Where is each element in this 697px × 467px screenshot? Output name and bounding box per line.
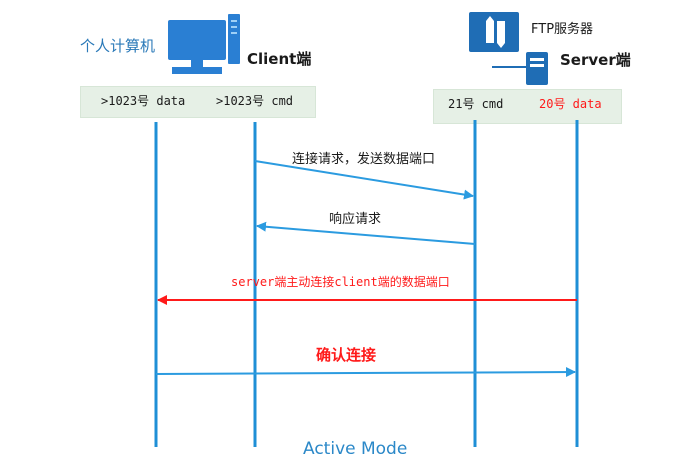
desktop-computer-icon xyxy=(168,14,240,74)
client-label: 个人计算机 xyxy=(80,37,156,55)
message-arrow-4 xyxy=(155,367,576,378)
server-data-port-label: 20号 data xyxy=(539,97,602,111)
message-label-1: 连接请求，发送数据端口 xyxy=(292,152,436,167)
client-port-box xyxy=(80,86,316,118)
client-cmd-port-label: >1023号 cmd xyxy=(216,94,294,108)
message-label-4: 确认连接 xyxy=(316,346,377,364)
server-port-box xyxy=(433,89,622,124)
message-arrow-1 xyxy=(254,160,474,200)
server-label: FTP服务器 xyxy=(531,22,594,37)
client-data-port-label: >1023号 data xyxy=(101,94,186,108)
message-arrow-2 xyxy=(256,221,476,245)
server-icon xyxy=(469,12,548,85)
message-label-3: server端主动连接client端的数据端口 xyxy=(231,275,450,289)
client-name: Client端 xyxy=(247,50,312,68)
diagram-title: Active Mode xyxy=(303,439,408,459)
server-cmd-port-label: 21号 cmd xyxy=(448,97,504,111)
server-name: Server端 xyxy=(560,51,631,69)
message-label-2: 响应请求 xyxy=(329,212,382,227)
